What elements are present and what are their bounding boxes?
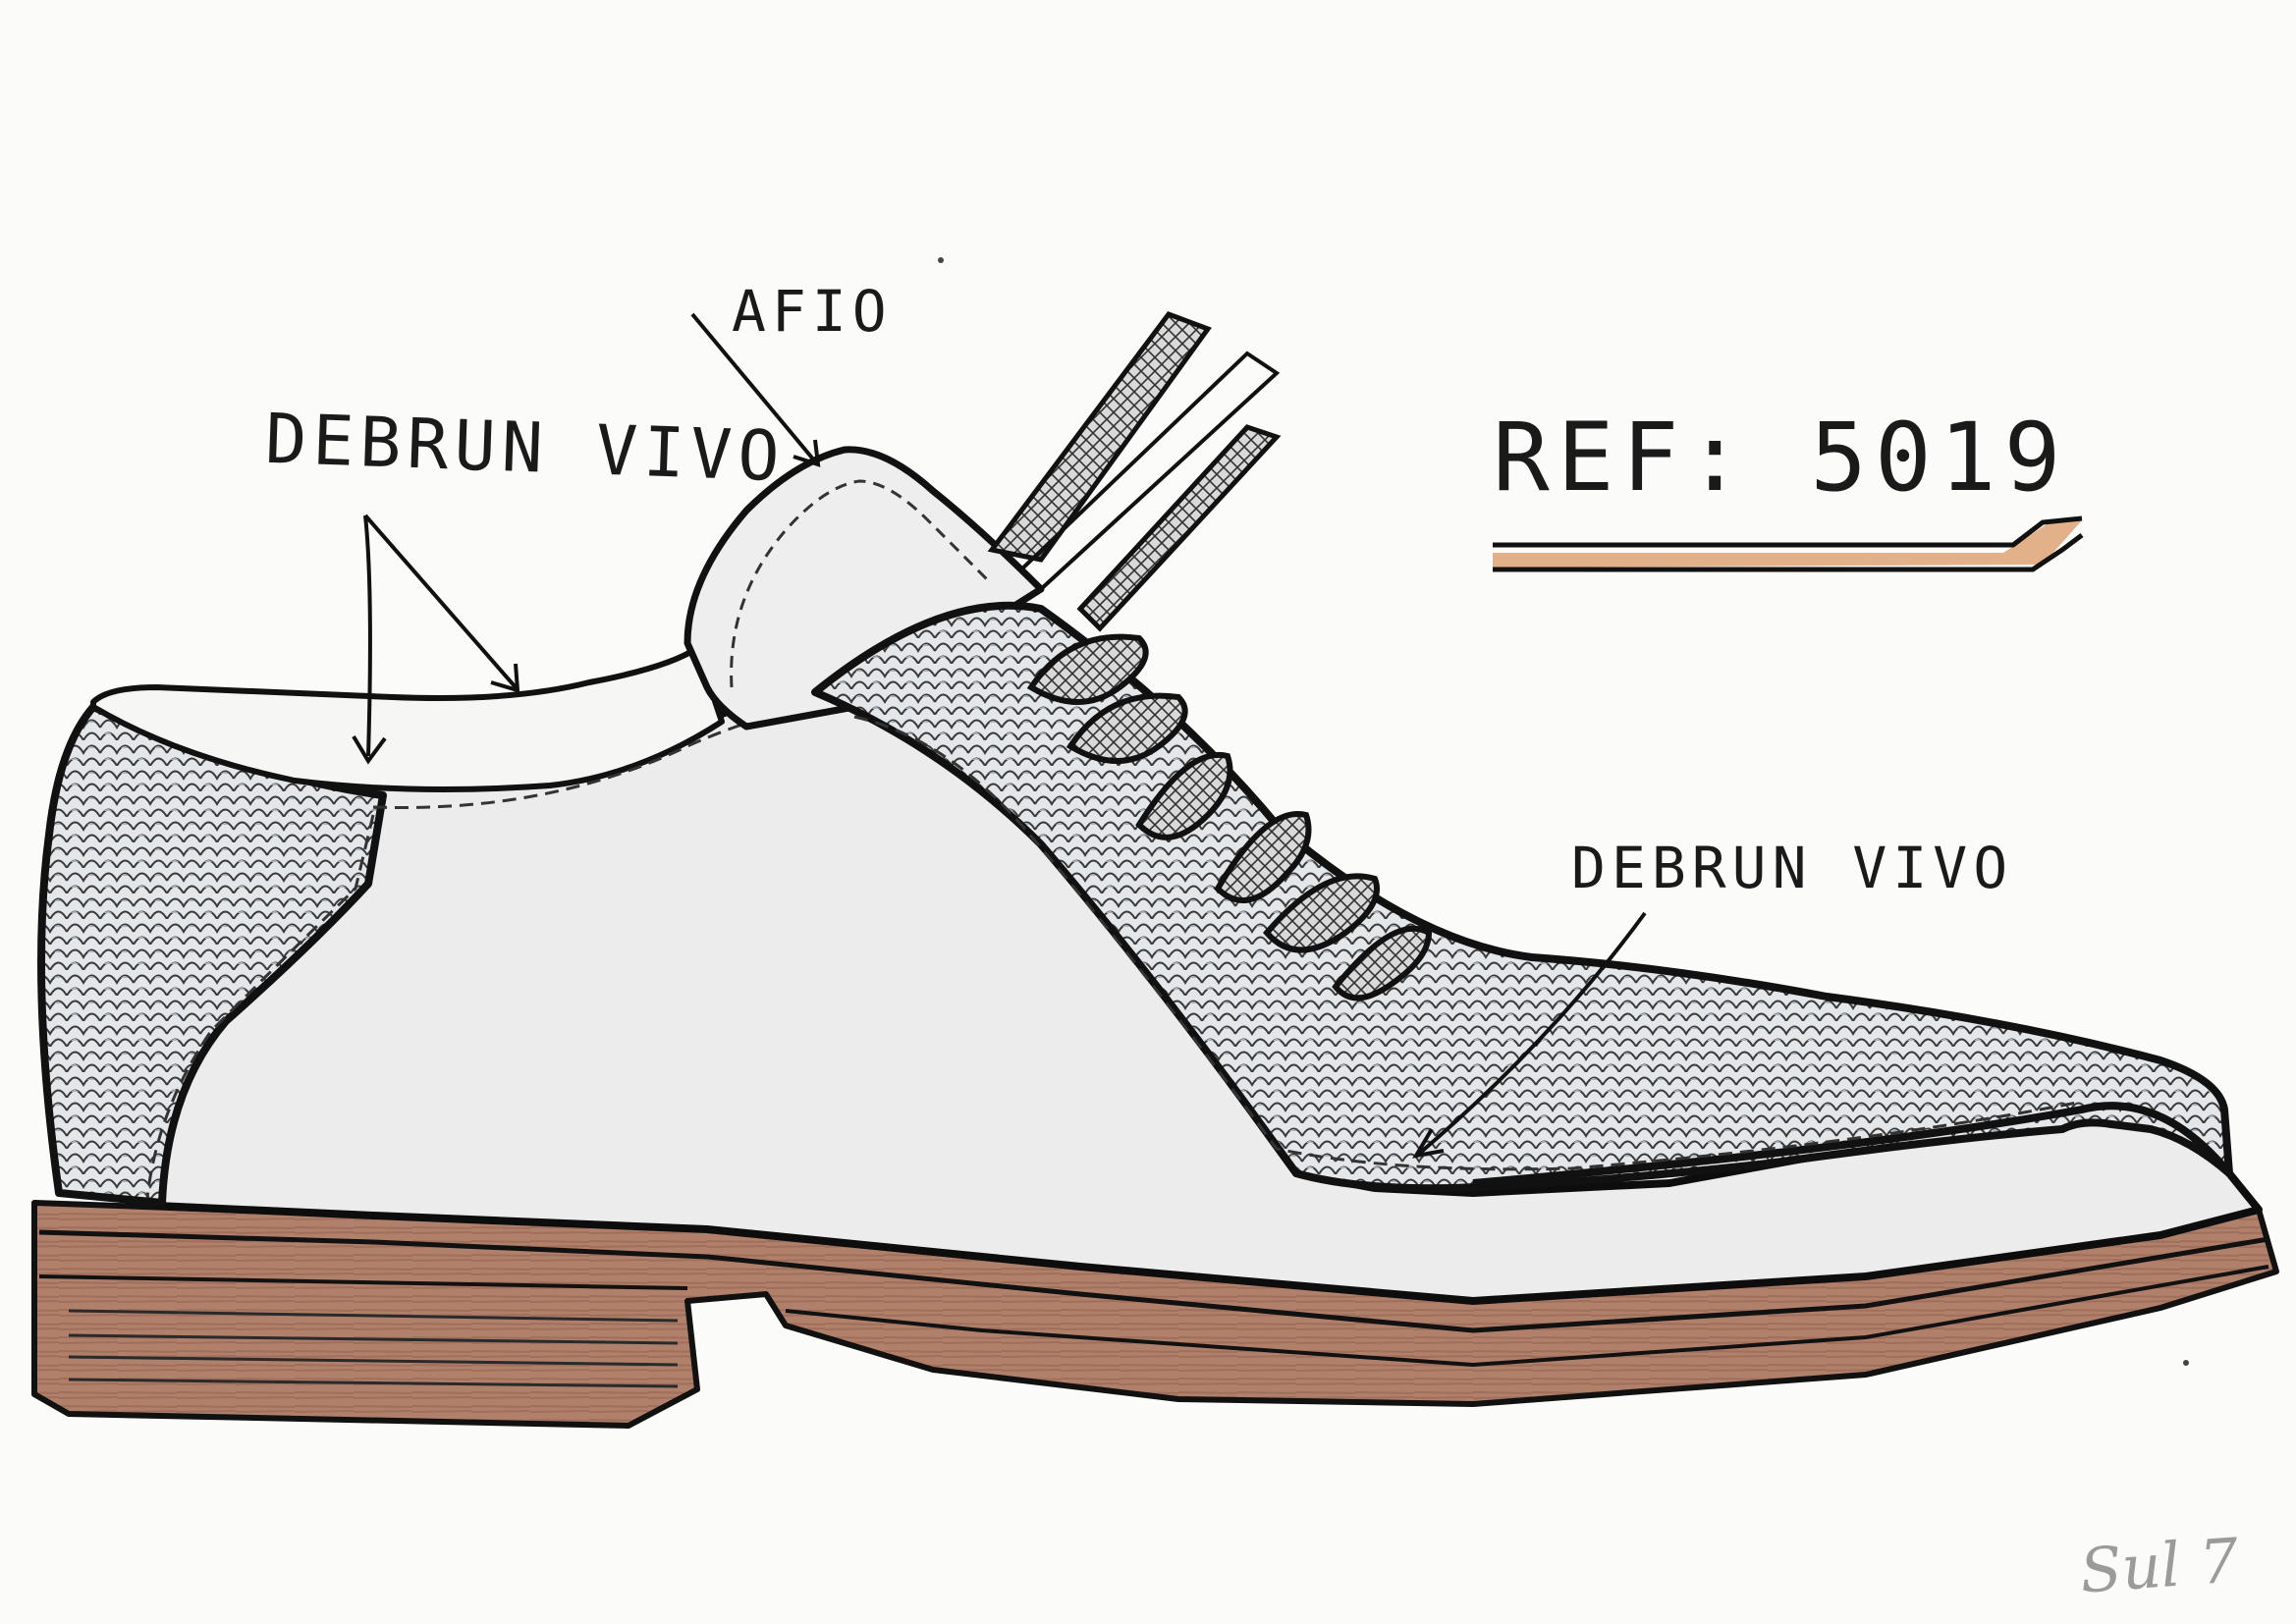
reference-number: 5019 [1810, 403, 2069, 513]
heel-stack-lines [68, 1309, 679, 1388]
tongue [683, 446, 1045, 731]
reference-prefix: REF: [1493, 403, 1752, 513]
vamp-edge [1472, 1102, 2233, 1187]
welt-line [38, 1229, 2269, 1333]
label-topline: AFIO [732, 278, 893, 345]
arrow-topline [690, 312, 817, 463]
laces [987, 311, 1282, 632]
arrow-heel-1-head [352, 734, 387, 765]
ref-underline [1493, 515, 2084, 572]
label-vamp: DEBRUN VIVO [1571, 835, 2014, 901]
ink-dot [938, 257, 944, 263]
arrow-vamp-head [1412, 1127, 1445, 1159]
collar-lining [90, 645, 725, 792]
reference-code: REF: 5019 [1493, 403, 2068, 513]
heel-counter-stitch [145, 814, 375, 1199]
midsole-line [38, 1265, 2269, 1368]
ink-dot [2183, 1360, 2189, 1366]
eyelet-laces [1026, 633, 1433, 1001]
sole [31, 1200, 2279, 1429]
arrows [352, 312, 1647, 1159]
vamp-stitch [853, 715, 2083, 1171]
signature: Sul 7 [2077, 1524, 2241, 1607]
arrow-heel-2-head [490, 663, 520, 693]
arrow-topline-head [793, 439, 821, 467]
arrow-heel-2 [363, 514, 518, 689]
arrow-heel-1 [363, 514, 372, 757]
arrow-vamp [1417, 911, 1647, 1156]
tongue-stitch [730, 479, 994, 688]
